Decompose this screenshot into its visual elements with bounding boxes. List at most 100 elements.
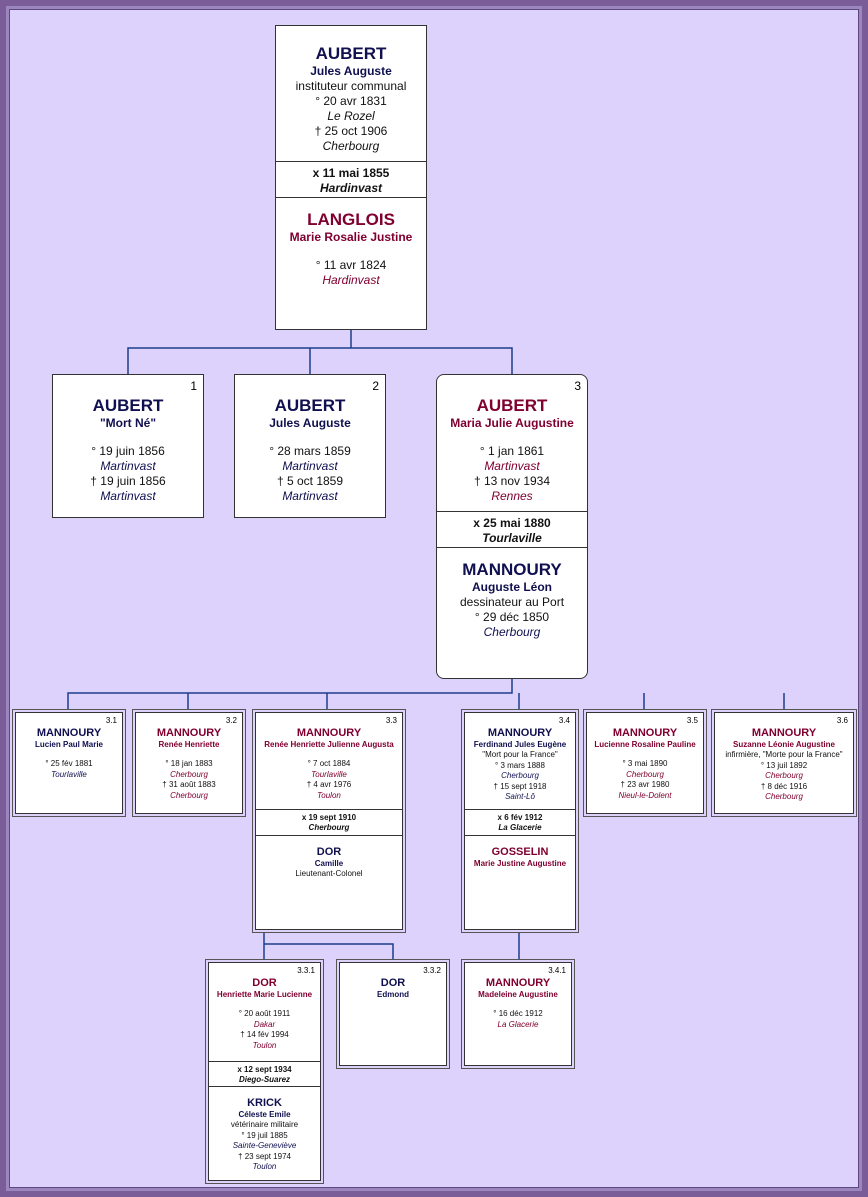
birth-place: Martinvast (282, 459, 338, 473)
given-name: Renée Henriette Julienne Augusta (264, 740, 394, 749)
marriage: x 12 sept 1934 Diego-Suarez (209, 1061, 320, 1086)
given-name: Henriette Marie Lucienne (216, 990, 313, 999)
surname: DOR (316, 846, 342, 858)
marriage-date: x 6 fév 1912 (497, 813, 543, 822)
birth-date: ° 19 juil 1885 (241, 1130, 288, 1140)
birth-date: ° 7 oct 1884 (307, 759, 351, 768)
given-name: Edmond (377, 990, 409, 999)
death-place: Cherbourg (322, 139, 380, 153)
great-grandchild-card-3-3-2[interactable]: 3.3.2 DOR Edmond (336, 959, 450, 1069)
birth-place: Cherbourg (626, 769, 664, 779)
child-card-2[interactable]: 2 AUBERT Jules Auguste ° 28 mars 1859 Ma… (234, 374, 386, 518)
birth-place: Tourlaville (311, 769, 347, 779)
person-number: 3.4 (558, 716, 570, 725)
person-number: 3 (574, 379, 581, 393)
marriage-date: x 25 mai 1880 (473, 516, 551, 530)
birth-place: Tourlaville (51, 769, 87, 779)
occupation: instituteur communal (295, 79, 407, 93)
surname: MANNOURY (485, 977, 551, 989)
grandchild-card-3-3[interactable]: 3.3 MANNOURY Renée Henriette Julienne Au… (252, 709, 406, 933)
death-date: † 23 sept 1974 (238, 1151, 291, 1161)
person-number: 3.1 (105, 716, 117, 725)
given-name: Céleste Emile (238, 1110, 291, 1119)
surname: GOSSELIN (491, 846, 549, 858)
death-place: Toulon (252, 1040, 277, 1050)
marriage-place: Cherbourg (308, 823, 350, 832)
grandchild-card-3-2[interactable]: 3.2 MANNOURY Renée Henriette ° 18 jan 18… (132, 709, 246, 817)
death-place: Nieul-le-Dolent (618, 790, 672, 800)
birth-date: ° 20 août 1911 (238, 1009, 291, 1018)
marriage-place: Tourlaville (482, 531, 542, 545)
surname: AUBERT (476, 396, 548, 415)
surname: MANNOURY (612, 727, 678, 739)
occupation: Lieutenant-Colonel (295, 869, 363, 878)
occupation: dessinateur au Port (459, 595, 565, 609)
death-date: † 5 oct 1859 (276, 474, 344, 488)
surname: KRICK (247, 1097, 282, 1109)
marriage-place: Diego-Suarez (238, 1075, 291, 1084)
surname: AUBERT (315, 44, 387, 63)
grandchild-card-3-4[interactable]: 3.4 MANNOURY Ferdinand Jules Eugène "Mor… (461, 709, 579, 933)
link-root-children (127, 330, 513, 374)
birth-place: Sainte-Geneviève (232, 1141, 297, 1150)
surname: MANNOURY (487, 727, 553, 739)
birth-date: ° 18 jan 1883 (165, 759, 213, 768)
grandchild-card-3-5[interactable]: 3.5 MANNOURY Lucienne Rosaline Pauline °… (583, 709, 707, 817)
root-couple-card[interactable]: AUBERT Jules Auguste instituteur communa… (275, 25, 427, 330)
given-name: Jules Auguste (269, 416, 351, 430)
death-place: Cherbourg (170, 790, 208, 800)
marriage-date: x 11 mai 1855 (312, 166, 390, 180)
death-place: Toulon (252, 1162, 277, 1171)
person-number: 3.3.2 (423, 966, 441, 975)
surname: AUBERT (92, 396, 164, 415)
marriage: x 19 sept 1910 Cherbourg (256, 809, 402, 835)
given-name: Renée Henriette (158, 740, 220, 749)
person-number: 1 (190, 379, 197, 393)
person-number: 3.3.1 (297, 966, 315, 975)
given-name: Camille (314, 859, 344, 868)
given-name: Madeleine Augustine (478, 990, 558, 999)
birth-place: Le Rozel (327, 109, 375, 123)
birth-place: La Glacerie (497, 1019, 539, 1029)
surname: AUBERT (274, 396, 346, 415)
given-name: Lucienne Rosaline Pauline (594, 740, 696, 749)
birth-place: Martinvast (100, 459, 156, 473)
death-place: Cherbourg (765, 792, 803, 801)
birth-date: ° 3 mai 1890 (622, 759, 668, 768)
marriage-date: x 19 sept 1910 (301, 813, 357, 822)
birth-date: ° 1 jan 1861 (479, 444, 545, 458)
birth-place: Cherbourg (483, 625, 541, 639)
death-place: Martinvast (282, 489, 338, 503)
birth-date: ° 3 mars 1888 (495, 760, 545, 770)
birth-place: Hardinvast (322, 273, 380, 287)
person-number: 3.3 (385, 716, 397, 725)
given-name: Marie Justine Augustine (473, 859, 567, 868)
death-date: † 19 juin 1856 (90, 474, 166, 488)
occupation: vétérinaire militaire (230, 1120, 299, 1129)
grandchild-card-3-6[interactable]: 3.6 MANNOURY Suzanne Léonie Augustine in… (711, 709, 857, 817)
birth-date: ° 20 avr 1831 (315, 94, 387, 108)
root-wife: LANGLOIS Marie Rosalie Justine ° 11 avr … (276, 197, 426, 288)
given-name: Lucien Paul Marie (34, 740, 104, 749)
person-number: 3.4.1 (548, 966, 566, 975)
given-name: Maria Julie Augustine (450, 416, 574, 430)
death-date: † 8 déc 1916 (760, 781, 808, 791)
marriage-place: Hardinvast (319, 181, 383, 195)
child-card-3[interactable]: 3 AUBERT Maria Julie Augustine ° 1 jan 1… (436, 374, 588, 679)
death-date: † 23 avr 1980 (620, 780, 670, 789)
death-date: † 14 fév 1994 (240, 1030, 289, 1039)
person-number: 3.2 (225, 716, 237, 725)
birth-place: Cherbourg (765, 771, 803, 780)
marriage-date: x 12 sept 1934 (237, 1065, 292, 1074)
child-card-1[interactable]: 1 AUBERT "Mort Né" ° 19 juin 1856 Martin… (52, 374, 204, 518)
great-grandchild-card-3-4-1[interactable]: 3.4.1 MANNOURY Madeleine Augustine ° 16 … (461, 959, 575, 1069)
birth-place: Cherbourg (501, 771, 539, 780)
great-grandchild-card-3-3-1[interactable]: 3.3.1 DOR Henriette Marie Lucienne ° 20 … (205, 959, 324, 1184)
surname: DOR (380, 977, 406, 989)
birth-date: ° 29 déc 1850 (474, 610, 550, 624)
note: "Mort pour la France" (482, 750, 558, 759)
grandchild-card-3-1[interactable]: 3.1 MANNOURY Lucien Paul Marie ° 25 fév … (12, 709, 126, 817)
birth-date: ° 28 mars 1859 (269, 444, 351, 458)
surname: MANNOURY (36, 727, 102, 739)
